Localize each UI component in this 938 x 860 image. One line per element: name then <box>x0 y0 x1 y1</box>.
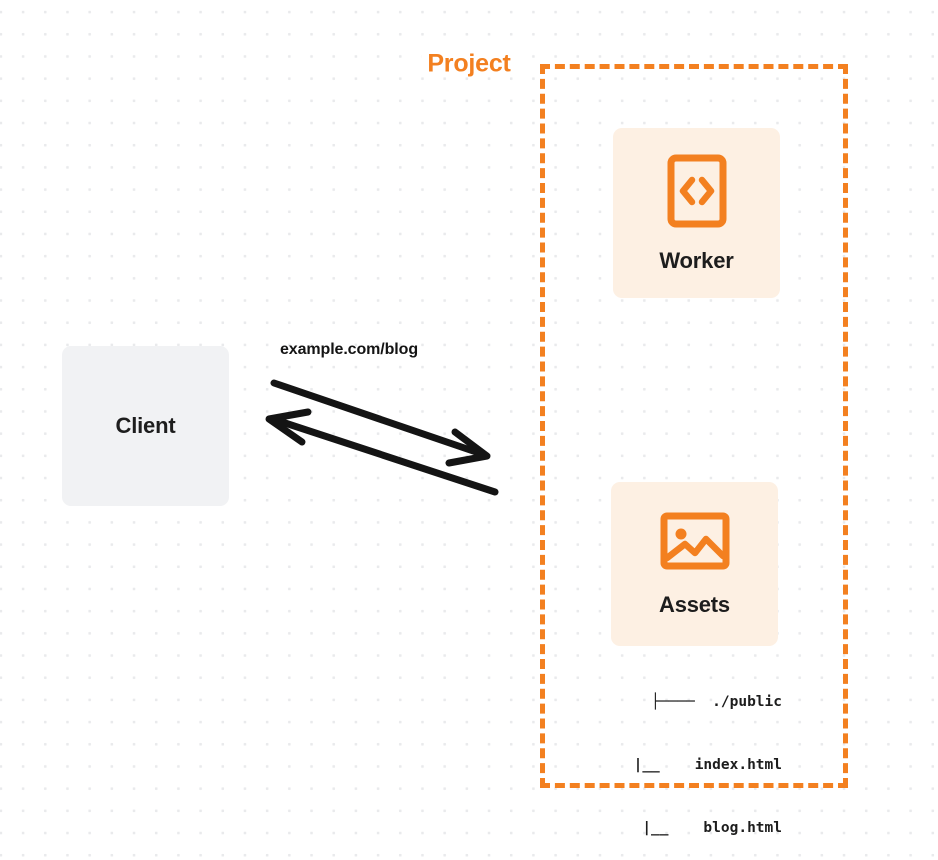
code-brackets-icon <box>667 154 727 228</box>
request-url-label: example.com/blog <box>280 341 418 358</box>
worker-node[interactable]: Worker <box>613 128 780 298</box>
project-group-label: Project <box>421 51 517 77</box>
assets-node-label: Assets <box>659 592 730 617</box>
client-node-label: Client <box>115 413 176 438</box>
assets-file-tree: ├──── ./public |__ index.html |__ blog.h… <box>560 650 782 860</box>
project-group-boundary <box>540 64 848 788</box>
response-arrow <box>265 408 499 496</box>
tree-line-index: |__ index.html <box>633 757 782 773</box>
tree-line-blog: |__ blog.html <box>642 820 782 836</box>
client-node[interactable]: Client <box>62 346 229 506</box>
assets-node[interactable]: Assets <box>611 482 778 646</box>
image-picture-icon <box>660 512 730 570</box>
tree-line-public: ├──── ./public <box>651 694 782 710</box>
request-arrow <box>270 379 491 467</box>
worker-node-label: Worker <box>659 248 734 273</box>
